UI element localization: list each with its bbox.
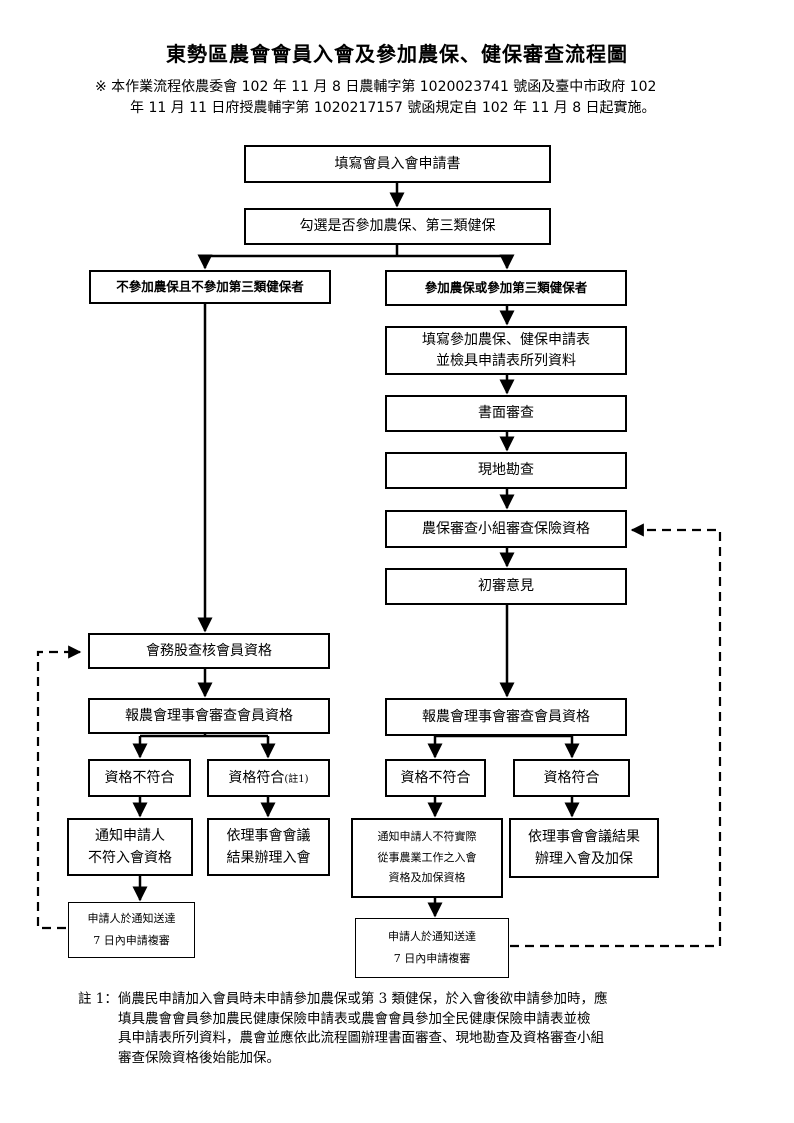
notify-right-line-1: 通知申請人不符實際 <box>377 829 477 843</box>
group-review-box: 農保審查小組審查保險資格 <box>385 510 627 548</box>
left-unqualified-label: 資格不符合 <box>104 769 175 786</box>
with-insurance-box: 參加農保或參加第三類健保者 <box>385 270 627 306</box>
resolution-left-box: 依理事會會議 結果辦理入會 <box>207 818 330 876</box>
regulation-note-line-2: 年 11 月 11 日府授農輔字第 1020217157 號函規定自 102 年… <box>130 100 656 116</box>
resolution-right-box: 依理事會會議結果 辦理入會及加保 <box>509 818 659 878</box>
left-qualified-label: 資格符合(註1) <box>228 767 308 789</box>
board-review-right-label: 報農會理事會審查會員資格 <box>422 708 590 725</box>
footnote-line-2: 填具農會會員參加農民健康保險申請表或農會會員參加全民健康保險申請表並檢 <box>118 1010 591 1027</box>
board-review-left-label: 報農會理事會審查會員資格 <box>125 707 293 724</box>
resolution-right-line-1: 依理事會會議結果 <box>528 828 640 845</box>
footnote-line-1: 註 1：倘農民申請加入會員時未申請參加農保或第 3 類健保，於入會後欲申請參加時… <box>78 991 608 1007</box>
membership-check-box: 會務股查核會員資格 <box>88 633 330 669</box>
right-unqualified-box: 資格不符合 <box>385 759 486 797</box>
board-review-left-box: 報農會理事會審查會員資格 <box>88 698 330 734</box>
no-insurance-label: 不參加農保且不參加第三類健保者 <box>116 279 304 294</box>
document-review-box: 書面審查 <box>385 395 627 432</box>
left-qualified-text: 資格符合 <box>228 769 285 786</box>
appeal-right-box: 申請人於通知送達 7 日內申請複審 <box>355 918 509 978</box>
resolution-left-line-2: 結果辦理入會 <box>226 850 311 866</box>
fill-application-label: 填寫會員入會申請書 <box>334 155 461 172</box>
with-insurance-label: 參加農保或參加第三類健保者 <box>424 280 588 295</box>
footnote-line-3: 具申請表所列資料，農會並應依此流程圖辦理書面審查、現地勘查及資格審查小組 <box>118 1030 604 1047</box>
notify-left-line-2: 不符入會資格 <box>88 850 172 866</box>
footnote: 註 1：倘農民申請加入會員時未申請參加農保或第 3 類健保，於入會後欲申請參加時… <box>78 990 718 1068</box>
fill-insurance-form-line-1: 填寫參加農保、健保申請表 <box>422 331 590 348</box>
left-unqualified-box: 資格不符合 <box>88 759 191 797</box>
check-choice-label: 勾選是否參加農保、第三類健保 <box>299 218 496 235</box>
left-qualified-box: 資格符合(註1) <box>207 759 330 797</box>
right-qualified-label: 資格符合 <box>543 769 600 786</box>
appeal-left-line-1: 申請人於通知送達 <box>87 912 176 925</box>
note-reference: (註1) <box>284 773 309 785</box>
fill-insurance-form-box: 填寫參加農保、健保申請表 並檢具申請表所列資料 <box>385 326 627 375</box>
notify-right-box: 通知申請人不符實際 從事農業工作之入會 資格及加保資格 <box>351 818 503 898</box>
group-review-label: 農保審查小組審查保險資格 <box>422 520 590 537</box>
appeal-right-line-1: 申請人於通知送達 <box>388 930 476 943</box>
appeal-left-line-2: 7 日內申請複審 <box>93 934 170 947</box>
appeal-left-box: 申請人於通知送達 7 日內申請複審 <box>68 902 195 958</box>
footnote-line-4: 審查保險資格後始能加保。 <box>118 1049 280 1066</box>
site-inspection-box: 現地勘查 <box>385 452 627 489</box>
regulation-note-line-1: ※ 本作業流程依農委會 102 年 11 月 8 日農輔字第 102002374… <box>95 79 657 95</box>
page-title: 東勢區農會會員入會及參加農保、健保審查流程圖 <box>166 42 628 66</box>
initial-opinion-label: 初審意見 <box>478 578 534 595</box>
right-qualified-box: 資格符合 <box>513 759 630 797</box>
initial-opinion-box: 初審意見 <box>385 568 627 605</box>
notify-right-line-2: 從事農業工作之入會 <box>377 850 477 864</box>
notify-left-line-1: 通知申請人 <box>95 827 165 844</box>
board-review-right-box: 報農會理事會審查會員資格 <box>385 698 627 736</box>
document-review-label: 書面審查 <box>478 405 534 422</box>
site-inspection-label: 現地勘查 <box>478 462 534 479</box>
fill-application-box: 填寫會員入會申請書 <box>244 145 551 183</box>
fill-insurance-form-line-2: 並檢具申請表所列資料 <box>436 352 576 369</box>
membership-check-label: 會務股查核會員資格 <box>146 642 272 659</box>
notify-right-line-3: 資格及加保資格 <box>388 871 466 885</box>
appeal-right-line-2: 7 日內申請複審 <box>393 952 471 965</box>
no-insurance-box: 不參加農保且不參加第三類健保者 <box>89 270 331 304</box>
resolution-right-line-2: 辦理入會及加保 <box>535 851 633 867</box>
resolution-left-line-1: 依理事會會議 <box>226 827 311 844</box>
notify-left-box: 通知申請人 不符入會資格 <box>67 818 193 876</box>
right-unqualified-label: 資格不符合 <box>400 769 471 786</box>
check-choice-box: 勾選是否參加農保、第三類健保 <box>244 208 551 245</box>
dashed-return-left <box>36 645 82 930</box>
dashed-return-right <box>510 523 722 948</box>
